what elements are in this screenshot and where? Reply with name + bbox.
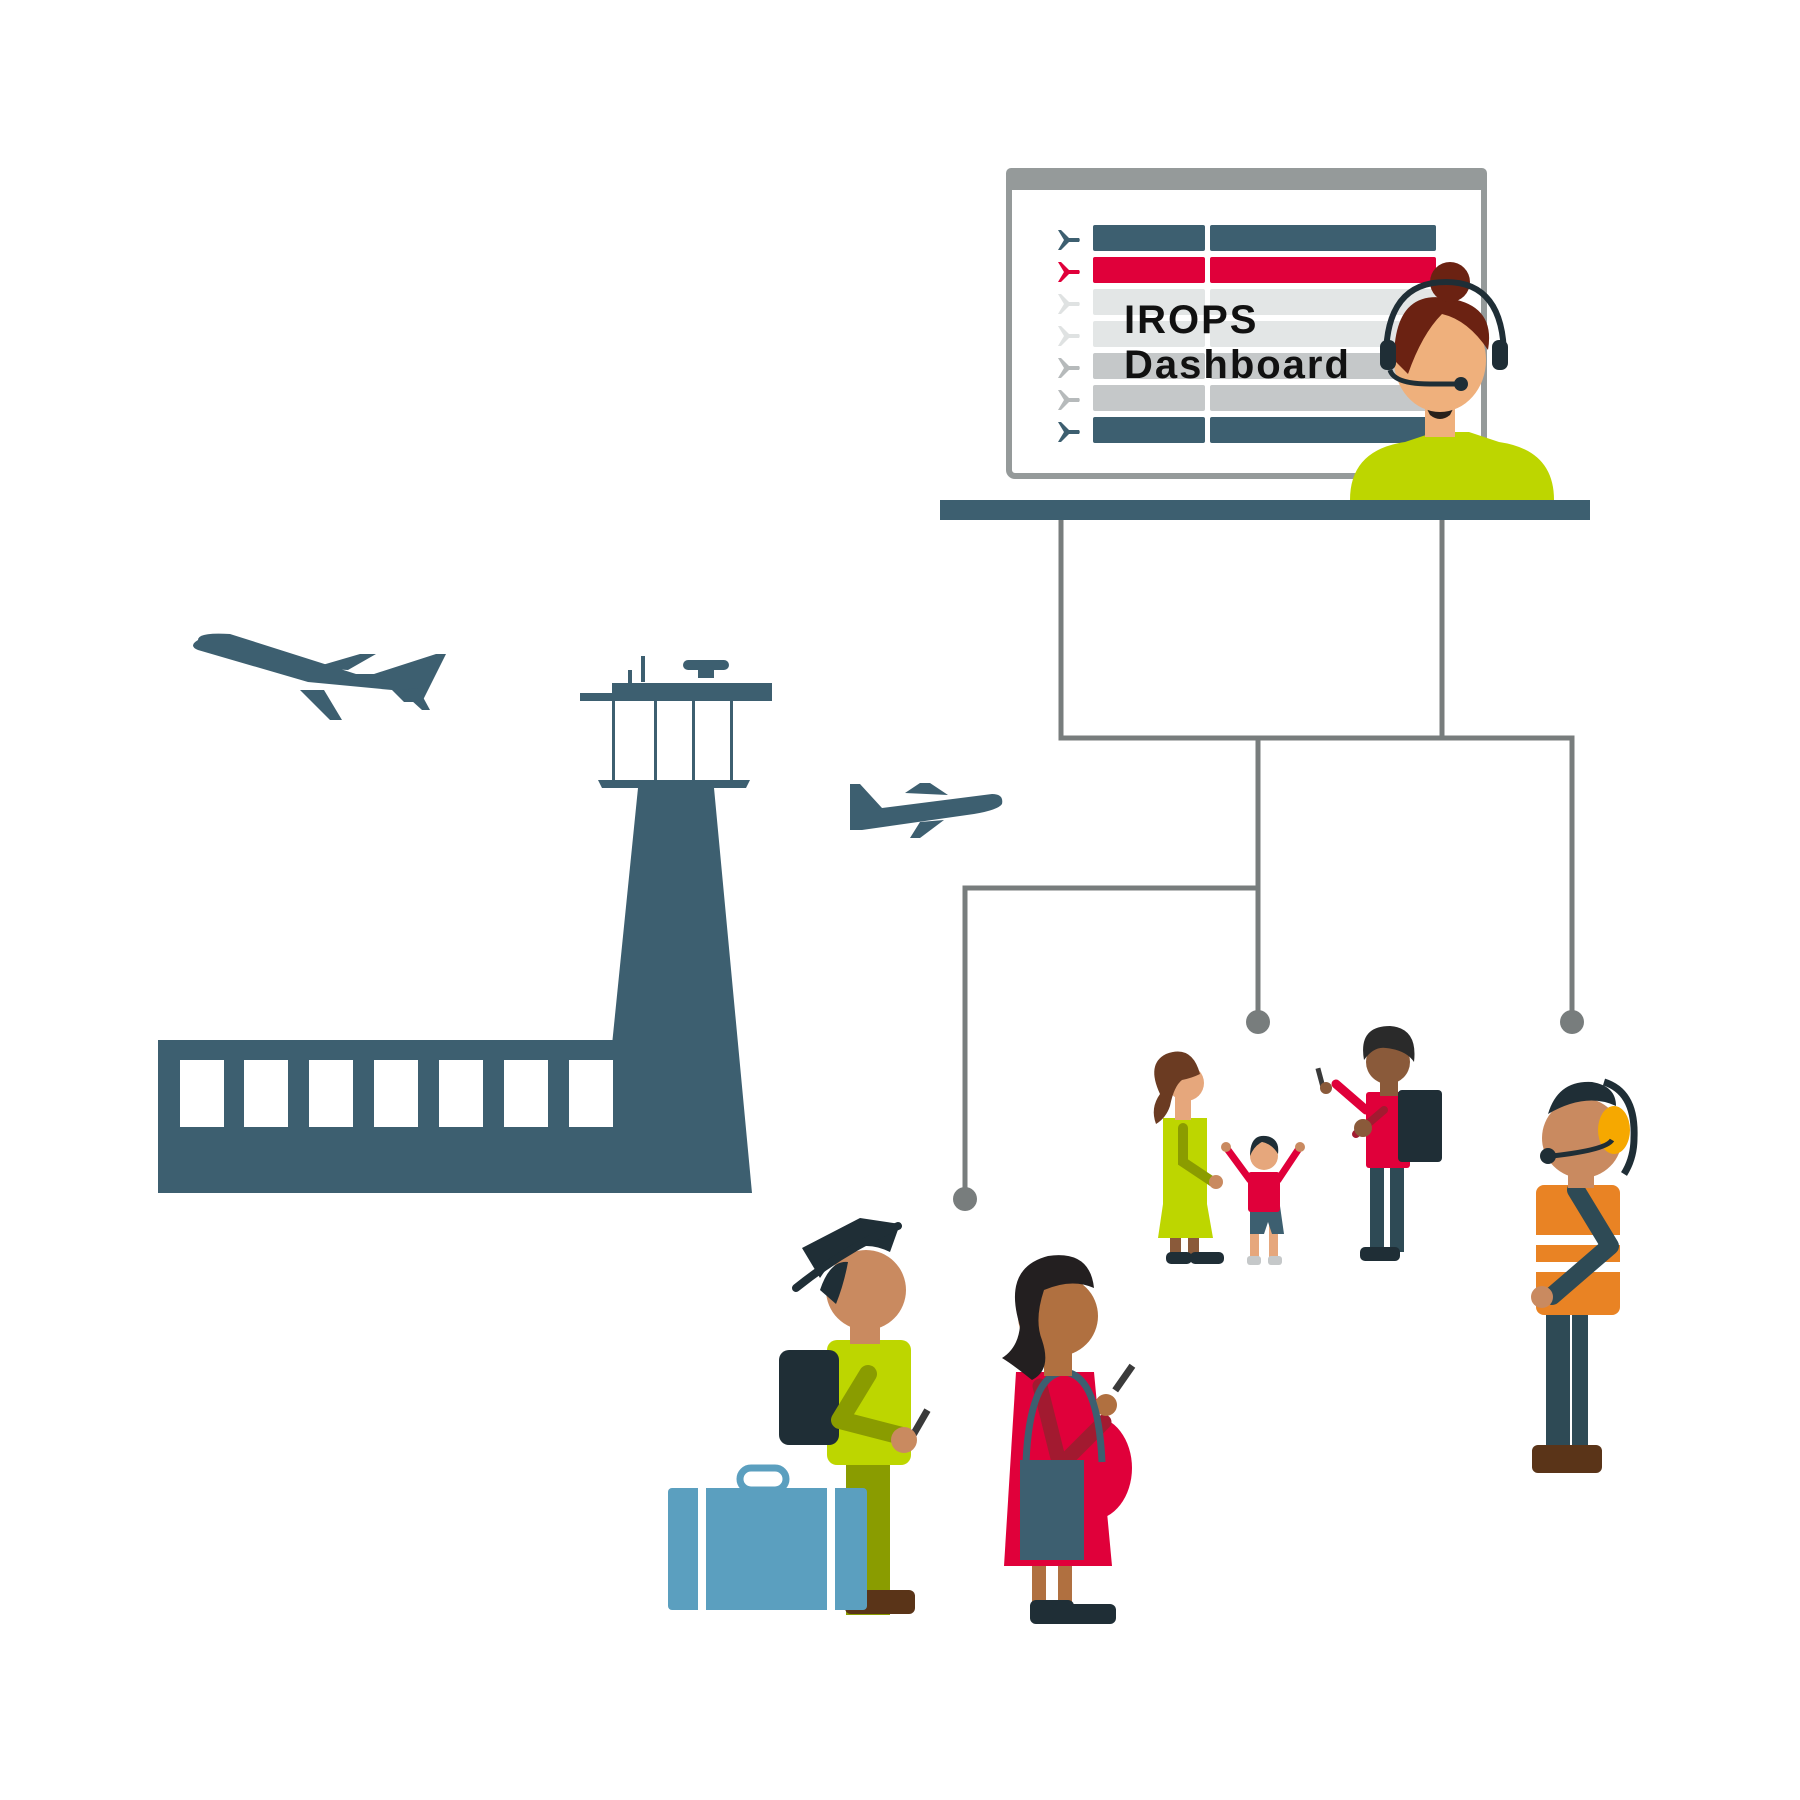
airplane-icon [1058,422,1080,442]
monitor-top-bar [1006,168,1487,190]
terminal-building-icon [158,1040,618,1193]
agent-desk [940,500,1590,520]
flight-row [1058,385,1436,411]
phone-icon [910,1408,931,1437]
headset-icon [1380,278,1508,391]
ear-protection-icon [1540,1078,1638,1176]
ground-crew-worker [1531,1078,1638,1473]
flight-row [1058,417,1436,443]
airplane-icon [1058,230,1080,250]
airplane-icon [1058,262,1080,282]
phone-icon [1112,1363,1136,1393]
dashboard-monitor: IROPS Dashboard [1006,168,1487,479]
airplane-icon [1058,326,1080,346]
flight-rows [1058,225,1436,443]
dashboard-agent [1350,262,1554,500]
passenger-traveler-hat [779,1218,931,1615]
connector-node [1246,1010,1270,1034]
backpack-icon [779,1350,839,1445]
suitcase-icon [668,1464,867,1610]
passenger-man-backpack [1315,1026,1442,1261]
backpack-icon [1398,1090,1442,1162]
flight-row [1058,321,1436,347]
airplane-icon [193,633,446,720]
passenger-woman-lime [1153,1051,1224,1264]
airplane-icon [1058,390,1080,410]
connector-node [953,1187,977,1211]
airplane-icon [1058,294,1080,314]
hat-icon [792,1218,902,1304]
airplane-icon [1058,358,1080,378]
passenger-woman-phone [1002,1255,1136,1624]
dashboard-title-line2: Dashboard [1124,343,1351,387]
flight-row [1058,289,1436,315]
flight-row [1058,353,1436,379]
flight-row [1058,225,1436,251]
handbag-icon [1020,1368,1106,1560]
flight-row [1058,257,1436,283]
dashboard-title-line1: IROPS [1124,298,1258,342]
passenger-child [1221,1135,1305,1265]
control-tower-icon [580,656,772,1193]
connector-node [1560,1010,1584,1034]
airplane-icon [850,783,1003,838]
connector-lines [962,520,1575,1196]
